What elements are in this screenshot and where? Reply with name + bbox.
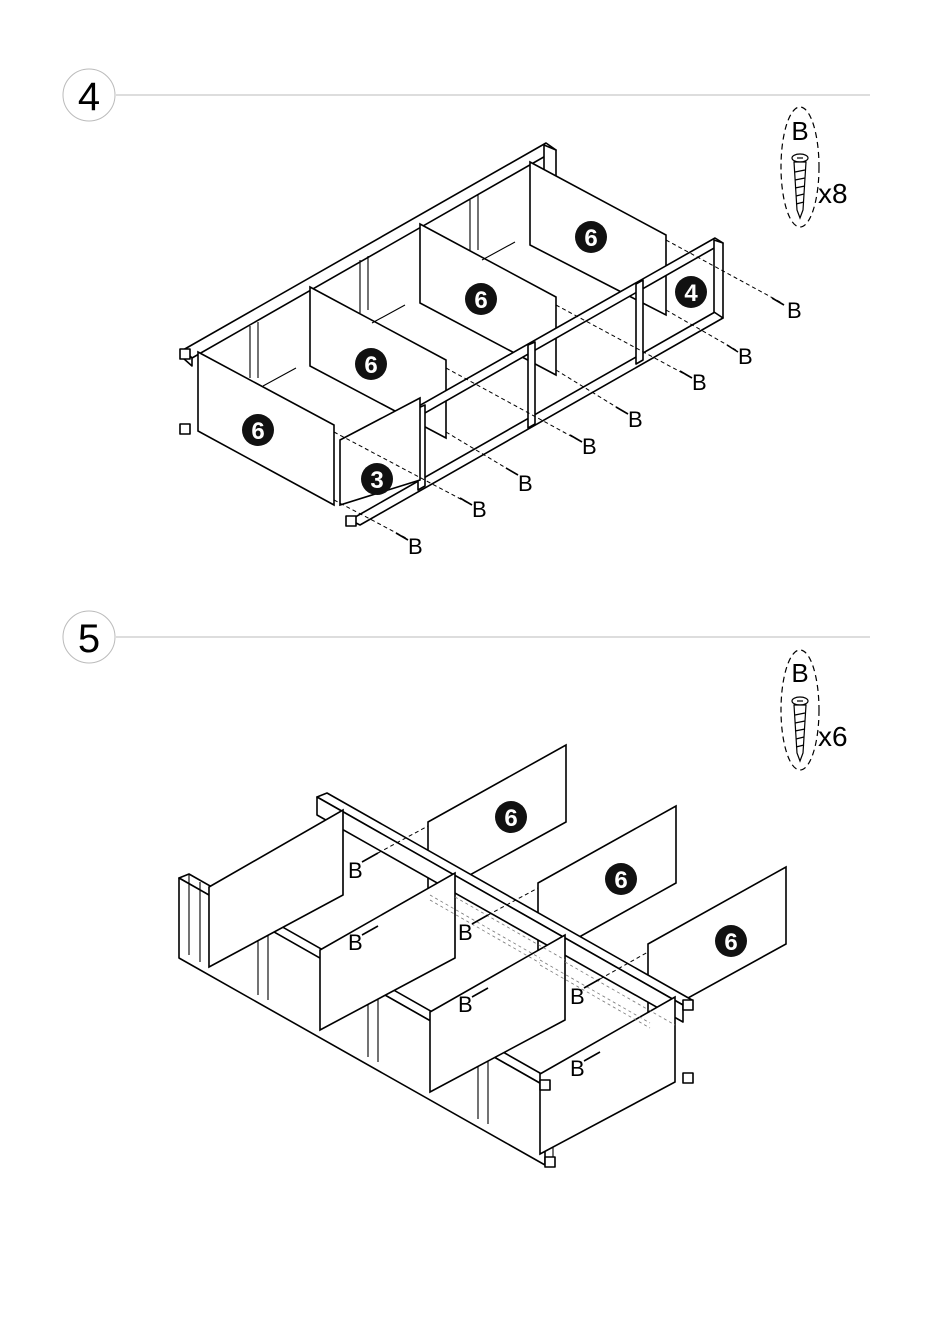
svg-text:B: B: [582, 434, 597, 459]
part-badge: 6: [465, 283, 497, 315]
hardware-code: B: [791, 116, 808, 146]
part-badge: 6: [575, 221, 607, 253]
svg-text:B: B: [738, 344, 753, 369]
step-5: 5 B x6 6 6 6: [63, 611, 870, 1167]
svg-text:B: B: [348, 930, 363, 955]
screw-icon: [792, 697, 808, 761]
svg-text:B: B: [458, 920, 473, 945]
step-number: 4: [78, 75, 100, 119]
svg-text:B: B: [348, 858, 363, 883]
step-4: 4 B x8: [63, 69, 870, 559]
part-badge: 4: [675, 276, 707, 308]
svg-text:3: 3: [370, 467, 383, 494]
svg-text:B: B: [628, 407, 643, 432]
svg-text:B: B: [787, 298, 802, 323]
svg-text:6: 6: [724, 929, 737, 956]
svg-text:B: B: [458, 992, 473, 1017]
part-badge: 6: [715, 925, 747, 957]
step-number: 5: [78, 617, 100, 661]
hardware-code: B: [791, 658, 808, 688]
hardware-quantity: x6: [818, 721, 848, 752]
part-badge: 6: [355, 348, 387, 380]
svg-text:B: B: [570, 984, 585, 1009]
part-badge: 6: [495, 801, 527, 833]
hardware-callout: B x8: [781, 107, 848, 227]
svg-text:6: 6: [504, 805, 517, 832]
svg-text:B: B: [472, 497, 487, 522]
svg-text:6: 6: [251, 418, 264, 445]
svg-text:4: 4: [684, 280, 698, 307]
svg-text:6: 6: [584, 225, 597, 252]
svg-text:B: B: [692, 370, 707, 395]
svg-text:B: B: [408, 534, 423, 559]
svg-text:6: 6: [474, 287, 487, 314]
part-badge: 6: [605, 863, 637, 895]
part-badge: 6: [242, 414, 274, 446]
svg-text:6: 6: [364, 352, 377, 379]
part-badge: 3: [361, 463, 393, 495]
hardware-callout: B x6: [781, 650, 848, 770]
screw-icon: [792, 154, 808, 218]
svg-text:B: B: [518, 471, 533, 496]
svg-text:B: B: [570, 1056, 585, 1081]
svg-text:6: 6: [614, 867, 627, 894]
hardware-quantity: x8: [818, 178, 848, 209]
